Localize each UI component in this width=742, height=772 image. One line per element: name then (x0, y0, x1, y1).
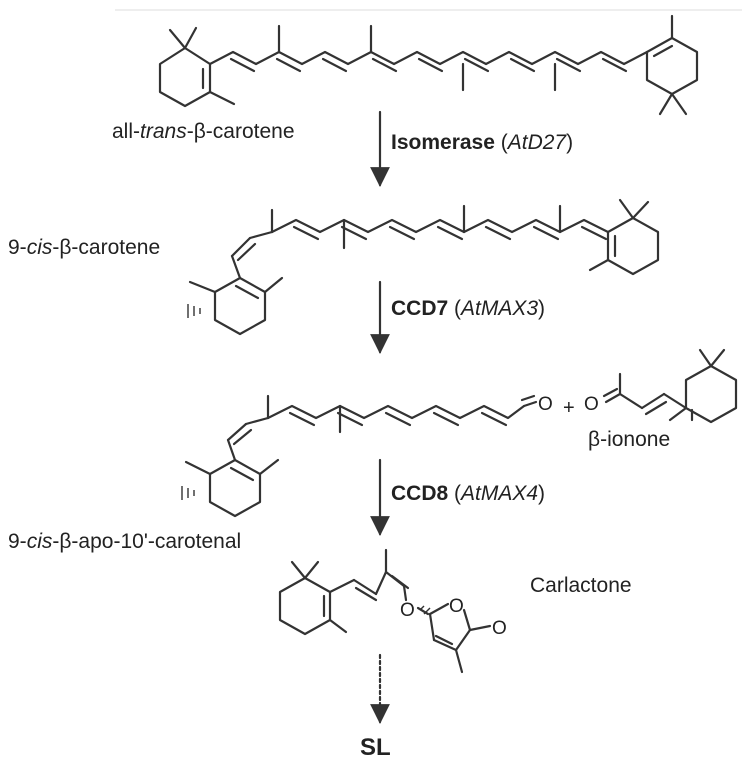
step-ccd7: CCD7 (AtMAX3) (391, 297, 546, 320)
label-all-trans-beta-carotene: all-trans-β-carotene (112, 120, 295, 143)
label-strigolactone: SL (360, 734, 391, 761)
ketone-oxygen: O (584, 394, 599, 415)
step-ccd8: CCD8 (AtMAX4) (391, 482, 546, 505)
label-beta-ionone: β-ionone (588, 428, 671, 451)
step-isomerase: Isomerase (AtD27) (391, 131, 574, 154)
nine-cis-beta-carotene-structure (187, 198, 660, 336)
carlactone-structure (278, 548, 492, 674)
all-trans-beta-carotene-structure (158, 14, 699, 116)
ring-oxygen: O (449, 596, 464, 617)
aldehyde-oxygen: O (538, 394, 553, 415)
apo-carotenal-structure (181, 394, 538, 518)
ether-oxygen: O (400, 600, 415, 621)
label-nine-cis-beta-carotene: 9-cis-β-carotene (8, 236, 161, 259)
lactone-carbonyl-oxygen: O (492, 618, 507, 639)
beta-ionone-structure (602, 348, 738, 424)
label-apo-carotenal: 9-cis-β-apo-10'-carotenal (8, 530, 242, 553)
label-carlactone: Carlactone (530, 574, 632, 597)
plus-sign: + (563, 397, 575, 419)
